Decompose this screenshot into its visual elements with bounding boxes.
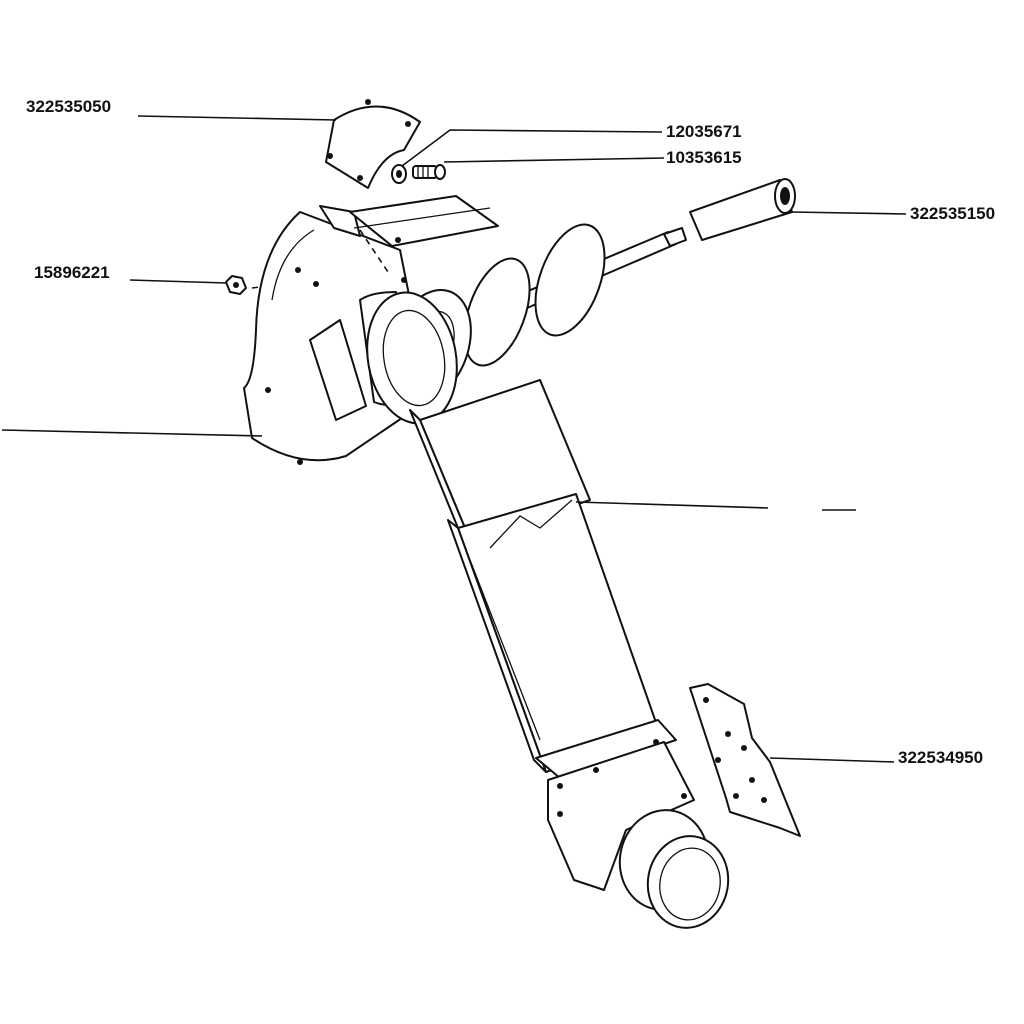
leader-line-plate — [769, 757, 895, 763]
leader-line-chute — [575, 501, 769, 509]
label-shield-part-number: 322535050 — [26, 97, 111, 116]
leader-line-shield — [137, 115, 337, 121]
chute-body-part — [409, 379, 661, 773]
leader-lines — [1, 115, 907, 763]
leader-line-housing — [1, 429, 263, 437]
leader-line-sleeve — [789, 211, 907, 215]
washer-part — [391, 164, 407, 184]
leader-line-washer — [401, 129, 663, 167]
label-sleeve-part-number: 322535150 — [910, 204, 995, 223]
label-washer-part-number: 12035671 — [666, 122, 742, 141]
screw-part — [412, 164, 446, 180]
side-plate-part — [689, 683, 801, 837]
sleeve-tube-part — [689, 178, 796, 241]
label-plate-part-number: 322534950 — [898, 748, 983, 767]
outlet-spout-part — [535, 719, 730, 929]
leader-line-screw — [443, 157, 665, 163]
fan-housing-part — [243, 195, 499, 465]
label-nut-part-number: 15896221 — [34, 263, 110, 282]
leader-line-nut — [129, 279, 227, 284]
curved-shield-part — [325, 99, 421, 189]
label-screw-part-number: 10353615 — [666, 148, 742, 167]
